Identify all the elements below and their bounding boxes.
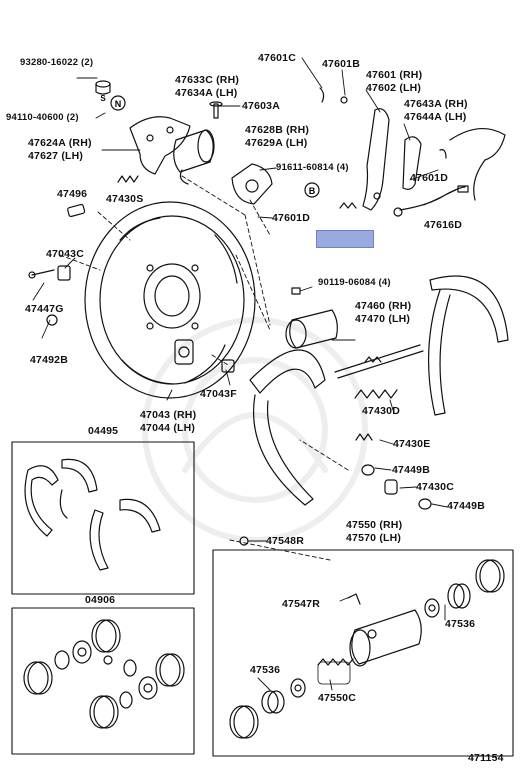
kit-04495-shoes xyxy=(24,458,161,571)
label-47602: 47602 (LH) xyxy=(366,82,422,94)
label-47644a: 47644A (LH) xyxy=(404,111,467,123)
label-47430c: 47430C xyxy=(416,481,454,493)
kit-04906-seals xyxy=(23,619,185,729)
bolt-93280 xyxy=(95,80,111,95)
label-47601: 47601 (RH) xyxy=(366,69,423,81)
cup-47449b-2 xyxy=(418,498,432,510)
s-mark: S xyxy=(100,94,106,103)
label-90119: 90119-06084 (4) xyxy=(318,277,391,288)
label-47449b-a: 47449B xyxy=(392,464,430,476)
highlighted-part-box xyxy=(316,230,374,248)
cable-47616d xyxy=(393,185,469,217)
b-mark: B xyxy=(309,186,316,196)
lever-47643a xyxy=(402,136,447,190)
label-47430s: 47430S xyxy=(106,193,144,205)
watermark-emblem xyxy=(142,317,368,543)
kit-box-04906 xyxy=(11,607,195,755)
label-47536-a: 47536 xyxy=(445,618,476,630)
backing-plate xyxy=(84,201,256,399)
label-47616d: 47616D xyxy=(424,219,462,231)
label-04906: 04906 xyxy=(85,594,116,606)
label-94110: 94110-40600 (2) xyxy=(6,112,79,123)
kit-box-04495 xyxy=(11,441,195,595)
label-47601d-a: 47601D xyxy=(410,172,448,184)
label-47470: 47470 (LH) xyxy=(355,313,411,325)
label-93280: 93280-16022 (2) xyxy=(20,57,94,68)
label-47492b: 47492B xyxy=(30,354,68,366)
n-mark: N xyxy=(115,99,122,109)
label-91611: 91611-60814 (4) xyxy=(276,162,349,173)
lever-47601 xyxy=(319,87,390,211)
guide-right xyxy=(449,128,506,201)
spring-47430s xyxy=(117,175,139,183)
label-47044: 47044 (LH) xyxy=(140,422,196,434)
diagram-number: 471154 xyxy=(468,752,504,764)
brake-shoe-left xyxy=(249,349,326,506)
label-47447g: 47447G xyxy=(25,303,64,315)
label-47633c: 47633C (RH) xyxy=(175,74,240,86)
label-47570: 47570 (LH) xyxy=(346,532,402,544)
spring-47430e xyxy=(355,433,373,441)
label-47624a: 47624A (RH) xyxy=(28,137,92,149)
label-47043: 47043 (RH) xyxy=(140,409,197,421)
label-47550: 47550 (RH) xyxy=(346,519,403,531)
spring-47430d xyxy=(354,389,398,399)
cup-47449b xyxy=(361,464,375,476)
bleeder-47447g xyxy=(28,269,55,279)
cylinder-box-47550 xyxy=(212,549,514,757)
cap-47492b xyxy=(46,314,58,326)
label-47430e: 47430E xyxy=(393,438,431,450)
label-47629a: 47629A (LH) xyxy=(245,137,308,149)
label-47043f: 47043F xyxy=(200,388,237,400)
bolt-90119 xyxy=(291,287,301,295)
label-04495: 04495 xyxy=(88,425,119,437)
bolt-47043c xyxy=(57,265,71,281)
clip-47496 xyxy=(67,203,86,218)
brake-pad-47043f xyxy=(221,359,235,373)
label-47430d: 47430D xyxy=(362,405,400,417)
label-47460: 47460 (RH) xyxy=(355,300,412,312)
brake-shoe-right xyxy=(427,275,509,416)
cylinder-47633c xyxy=(173,129,215,185)
label-47536-b: 47536 xyxy=(250,664,281,676)
label-47634a: 47634A (LH) xyxy=(175,87,238,99)
label-47603a: 47603A xyxy=(242,100,280,112)
label-47601d-b: 47601D xyxy=(272,212,310,224)
pin-47603a xyxy=(209,101,223,119)
label-47548r: 47548R xyxy=(266,535,304,547)
label-47643a: 47643A (RH) xyxy=(404,98,468,110)
label-47496: 47496 xyxy=(57,188,88,200)
cylinder-47460 xyxy=(285,309,338,349)
label-47601c: 47601C xyxy=(258,52,296,64)
label-47550c: 47550C xyxy=(318,692,356,704)
b-mark-circle xyxy=(304,182,320,198)
lever-47628b xyxy=(231,163,273,205)
bracket-47624a xyxy=(129,116,191,175)
label-47449b-b: 47449B xyxy=(447,500,485,512)
spring-47601d xyxy=(339,202,357,209)
wheel-cylinder-47550 xyxy=(229,536,505,739)
adjuster-47470 xyxy=(334,344,424,379)
label-47601b: 47601B xyxy=(322,58,360,70)
label-47547r: 47547R xyxy=(282,598,320,610)
label-47627: 47627 (LH) xyxy=(28,150,84,162)
n-mark-circle xyxy=(110,95,126,111)
label-47043c: 47043C xyxy=(46,248,84,260)
spring-47430c xyxy=(384,479,398,495)
label-47628b: 47628B (RH) xyxy=(245,124,310,136)
